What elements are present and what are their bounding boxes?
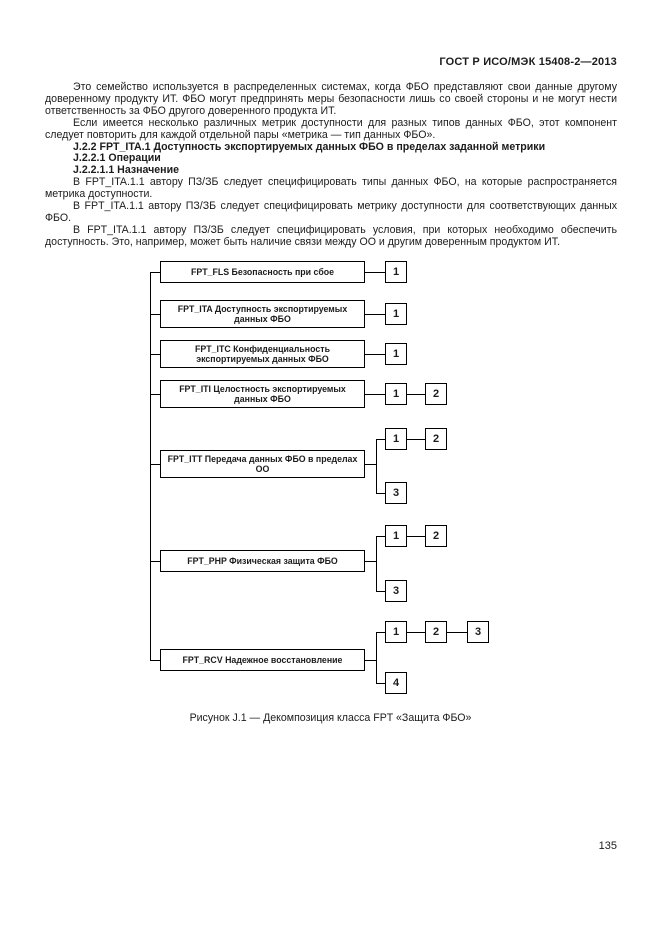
component-box: 1 <box>385 303 407 325</box>
component-box: 3 <box>385 580 407 602</box>
connector-line <box>376 683 385 684</box>
connector-line <box>407 536 425 537</box>
connector-line <box>365 660 376 661</box>
component-box: 3 <box>385 482 407 504</box>
figure-caption: Рисунок J.1 — Декомпозиция класса FPT «З… <box>189 712 472 724</box>
family-box-fpt-itt: FPT_ITT Передача данных ФБО в пределах О… <box>160 450 365 478</box>
section-heading-j2211: J.2.2.1.1 Назначение <box>73 164 179 177</box>
trunk-line <box>150 272 151 660</box>
paragraph-assignment-3: В FPT_ITA.1.1 автору ПЗ/ЗБ следует специ… <box>45 223 617 248</box>
page-number: 135 <box>598 840 617 852</box>
component-box: 4 <box>385 672 407 694</box>
connector-line <box>407 394 425 395</box>
component-box: 1 <box>385 343 407 365</box>
connector-line <box>365 272 385 273</box>
document-number: ГОСТ Р ИСО/МЭК 15408-2—2013 <box>439 56 617 68</box>
connector-line <box>365 464 376 465</box>
connector-line <box>150 272 160 273</box>
family-box-fpt-ita: FPT_ITA Доступность экспортируемых данны… <box>160 300 365 328</box>
component-box: 3 <box>467 621 489 643</box>
connector-line <box>407 632 425 633</box>
connector-line <box>150 354 160 355</box>
component-box: 1 <box>385 621 407 643</box>
component-box: 1 <box>385 261 407 283</box>
paragraph-assignment-1: В FPT_ITA.1.1 автору ПЗ/ЗБ следует специ… <box>45 176 617 201</box>
connector-line <box>150 314 160 315</box>
component-box: 2 <box>425 621 447 643</box>
component-box: 2 <box>425 383 447 405</box>
connector-line <box>150 464 160 465</box>
family-box-fpt-itc: FPT_ITC Конфиденциальность экспортируемы… <box>160 340 365 368</box>
component-box: 1 <box>385 525 407 547</box>
connector-line <box>365 314 385 315</box>
paragraph-intro-1: Это семейство используется в распределен… <box>45 81 617 117</box>
branch-line <box>376 632 377 683</box>
body-text: Это семейство используется в распределен… <box>45 81 617 249</box>
component-box: 2 <box>425 525 447 547</box>
connector-line <box>447 632 467 633</box>
branch-line <box>376 439 377 493</box>
connector-line <box>376 493 385 494</box>
connector-line <box>376 439 385 440</box>
class-decomposition-diagram: FPT_FLS Безопасность при сбое 1 FPT_ITA … <box>0 258 661 703</box>
connector-line <box>376 632 385 633</box>
connector-line <box>376 536 385 537</box>
family-box-fpt-php: FPT_PHP Физическая защита ФБО <box>160 550 365 572</box>
connector-line <box>150 394 160 395</box>
component-box: 1 <box>385 383 407 405</box>
connector-line <box>365 354 385 355</box>
connector-line <box>365 394 385 395</box>
component-box: 1 <box>385 428 407 450</box>
connector-line <box>150 660 160 661</box>
section-heading-j221: J.2.2.1 Операции <box>73 152 161 165</box>
component-box: 2 <box>425 428 447 450</box>
paragraph-assignment-2: В FPT_ITA.1.1 автору ПЗ/ЗБ следует специ… <box>45 200 617 224</box>
section-heading-j22: J.2.2 FPT_ITA.1 Доступность экспортируем… <box>73 140 546 153</box>
connector-line <box>407 439 425 440</box>
family-box-fpt-fls: FPT_FLS Безопасность при сбое <box>160 261 365 283</box>
connector-line <box>150 561 160 562</box>
branch-line <box>376 536 377 591</box>
connector-line <box>365 561 376 562</box>
connector-line <box>376 591 385 592</box>
family-box-fpt-iti: FPT_ITI Целостность экспортируемых данны… <box>160 380 365 408</box>
paragraph-intro-2: Если имеется несколько различных метрик … <box>45 116 617 141</box>
family-box-fpt-rcv: FPT_RCV Надежное восстановление <box>160 649 365 671</box>
